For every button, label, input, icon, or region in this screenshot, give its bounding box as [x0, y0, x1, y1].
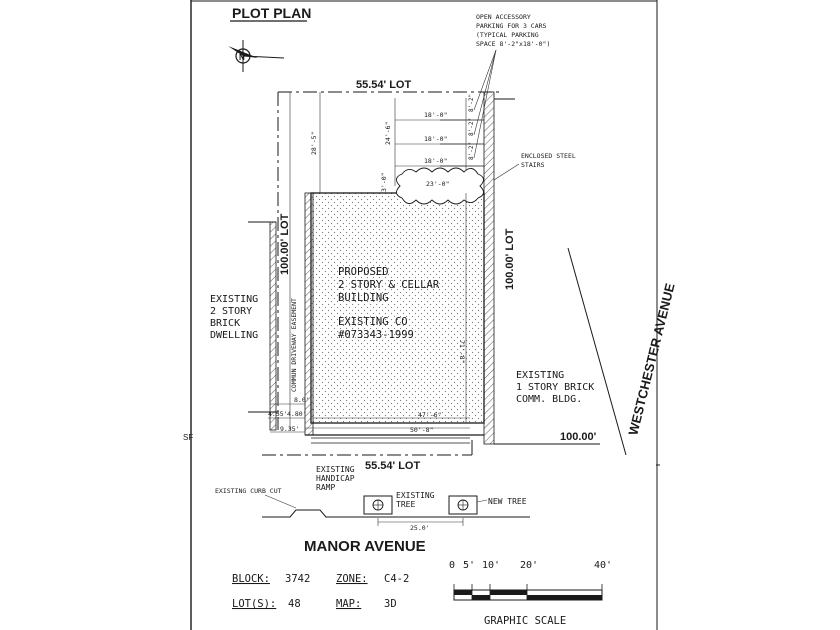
existing-tree-icon — [363, 495, 393, 515]
left-neighbor-wall — [269, 221, 277, 431]
right-neighbor-2: 1 STORY BRICK — [516, 382, 594, 393]
margin-mark: SF — [183, 433, 193, 442]
lot-top-dimension: 55.54' LOT — [356, 79, 411, 91]
map-value: 3D — [384, 598, 397, 610]
right-neighbor-wall — [483, 91, 495, 445]
co-label-2: #073343-1999 — [338, 329, 414, 341]
north-letter: N — [239, 53, 245, 62]
left-neighbor-2: 2 STORY — [210, 306, 252, 317]
map-label: MAP: — [336, 598, 361, 610]
existing-tree-label-2: TREE — [396, 500, 415, 509]
scale-tick-40: 40' — [594, 560, 612, 571]
street-side: WESTCHESTER AVENUE — [625, 281, 677, 436]
left-neighbor-4: DWELLING — [210, 330, 258, 341]
parking-note-3: (TYPICAL PARKING — [476, 31, 539, 39]
dim-4-80: 4.80' — [287, 410, 307, 418]
lot-bottom-dimension: 55.54' LOT — [365, 460, 420, 472]
lots-value: 48 — [288, 598, 301, 610]
scale-tick-10: 10' — [482, 560, 500, 571]
parking-note-4: SPACE 8'-2"x18'-0") — [476, 40, 550, 48]
block-value: 3742 — [285, 573, 310, 585]
westchester-street-line — [567, 247, 627, 456]
right-neighbor-1: EXISTING — [516, 370, 564, 381]
dim-50-8: 50'-8" — [410, 426, 433, 434]
parking-dim-82a: 8'-2" — [468, 94, 475, 112]
parking-dim-18b: 18'-0" — [424, 135, 447, 143]
left-neighbor-3: BRICK — [210, 318, 240, 329]
block-label: BLOCK: — [232, 573, 270, 585]
ramp-label-3: RAMP — [316, 483, 335, 492]
page-title: PLOT PLAN — [232, 5, 311, 21]
lots-label: LOT(S): — [232, 598, 276, 610]
ramp-label-2: HANDICAP — [316, 474, 355, 483]
building-label-3: BUILDING — [338, 292, 389, 304]
dim-24-6: 24'-6" — [384, 122, 392, 145]
dim-71-8: 71'-8" — [458, 340, 466, 363]
dim-47-6: 47'-6" — [418, 411, 441, 419]
right-neighbor-3: COMM. BLDG. — [516, 394, 582, 405]
parking-dim-18a: 18'-0" — [424, 111, 447, 119]
dim-28-5: 28'-5" — [310, 132, 318, 155]
graphic-scale — [453, 584, 603, 601]
new-tree-label: NEW TREE — [488, 497, 527, 506]
zone-label: ZONE: — [336, 573, 368, 585]
new-tree-icon — [448, 495, 478, 515]
parking-dim-82b: 8'-2" — [468, 118, 475, 136]
lot-right-dimension: 100.00' LOT — [504, 228, 516, 290]
curb-line — [262, 509, 530, 518]
curb-cut-label: EXISTING CURB CUT — [215, 487, 282, 495]
co-label-1: EXISTING CO — [338, 316, 408, 328]
enclosed-steel-stairs — [396, 167, 484, 205]
proposed-building — [310, 192, 485, 424]
parking-note-2: PARKING FOR 3 CARS — [476, 22, 547, 30]
stairs-dim-23: 23'-0" — [426, 180, 449, 188]
building-label-2: 2 STORY & CELLAR — [338, 279, 440, 291]
existing-tree-label-1: EXISTING — [396, 491, 435, 500]
stairs-note-2: STAIRS — [521, 161, 545, 169]
dim-9-35: 9.35' — [280, 425, 300, 433]
zone-value: C4-2 — [384, 573, 409, 585]
parking-dim-18c: 18'-0" — [424, 157, 447, 165]
stairs-note-1: ENCLOSED STEEL — [521, 152, 576, 160]
tree-spacing-dim: 25.0' — [410, 524, 430, 532]
dim-8-0: 8.0' — [294, 396, 310, 404]
scale-tick-0: 0 — [449, 560, 455, 571]
parking-dim-82c: 8'-2" — [468, 142, 475, 160]
scale-tick-20: 20' — [520, 560, 538, 571]
parking-note-1: OPEN ACCESSORY — [476, 13, 531, 21]
ramp-label-1: EXISTING — [316, 465, 355, 474]
frontage-dimension: 100.00' — [560, 431, 597, 443]
left-neighbor-1: EXISTING — [210, 294, 258, 305]
street-front: MANOR AVENUE — [304, 538, 426, 555]
scale-label: GRAPHIC SCALE — [484, 615, 566, 627]
driveway-easement: COMMUN DRIVEWAY EASEMENT — [290, 298, 298, 392]
building-label-1: PROPOSED — [338, 266, 389, 278]
scale-tick-5: 5' — [463, 560, 475, 571]
parking-area — [394, 98, 484, 186]
dim-4-55: 4.55' — [268, 410, 288, 418]
north-arrow-icon: N — [228, 40, 285, 72]
dim-3-0: 3'-0" — [380, 172, 388, 192]
lot-left-dimension: 100.00' LOT — [279, 213, 291, 275]
